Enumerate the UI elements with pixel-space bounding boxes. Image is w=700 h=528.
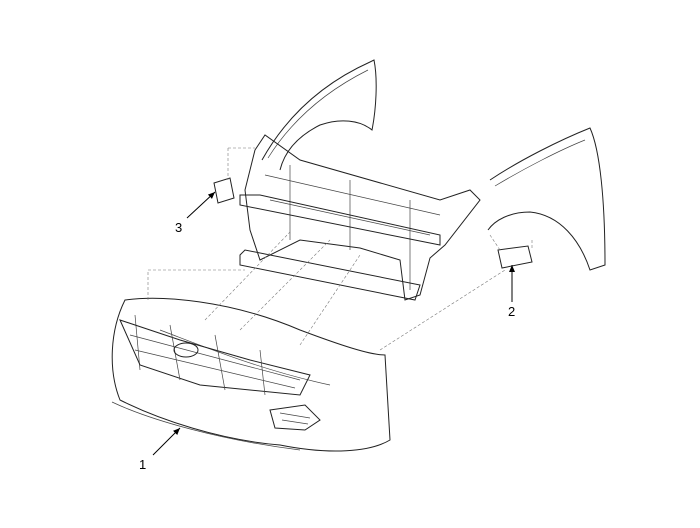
hyundai-emblem-icon [173, 342, 199, 358]
callout-3-leader [186, 191, 216, 219]
bracket-part-3 [213, 177, 235, 204]
callout-label-3: 3 [175, 220, 183, 235]
bracket-part-2 [497, 245, 533, 269]
assembly-guide-lines [147, 147, 533, 351]
callout-label-2: 2 [508, 304, 516, 319]
callout-1-leader [152, 427, 181, 456]
front-bumper-cover [111, 297, 391, 452]
front-end-module-carrier [239, 134, 481, 301]
right-fender [487, 127, 606, 271]
callout-label-1: 1 [139, 457, 147, 472]
left-fender [261, 59, 377, 171]
